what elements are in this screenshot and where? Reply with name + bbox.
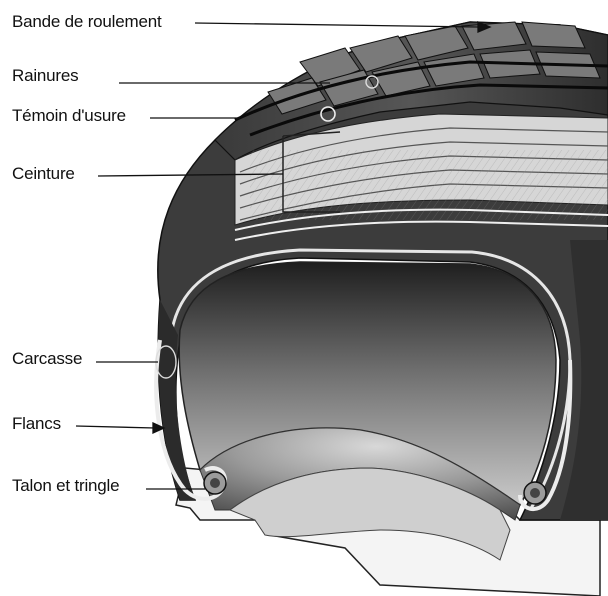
label-sidewalls: Flancs <box>12 414 61 434</box>
label-carcass: Carcasse <box>12 349 82 369</box>
label-bead: Talon et tringle <box>12 476 119 496</box>
label-grooves: Rainures <box>12 66 78 86</box>
label-wear-indicator: Témoin d'usure <box>12 106 126 126</box>
label-tread: Bande de roulement <box>12 12 162 32</box>
label-belt: Ceinture <box>12 164 75 184</box>
